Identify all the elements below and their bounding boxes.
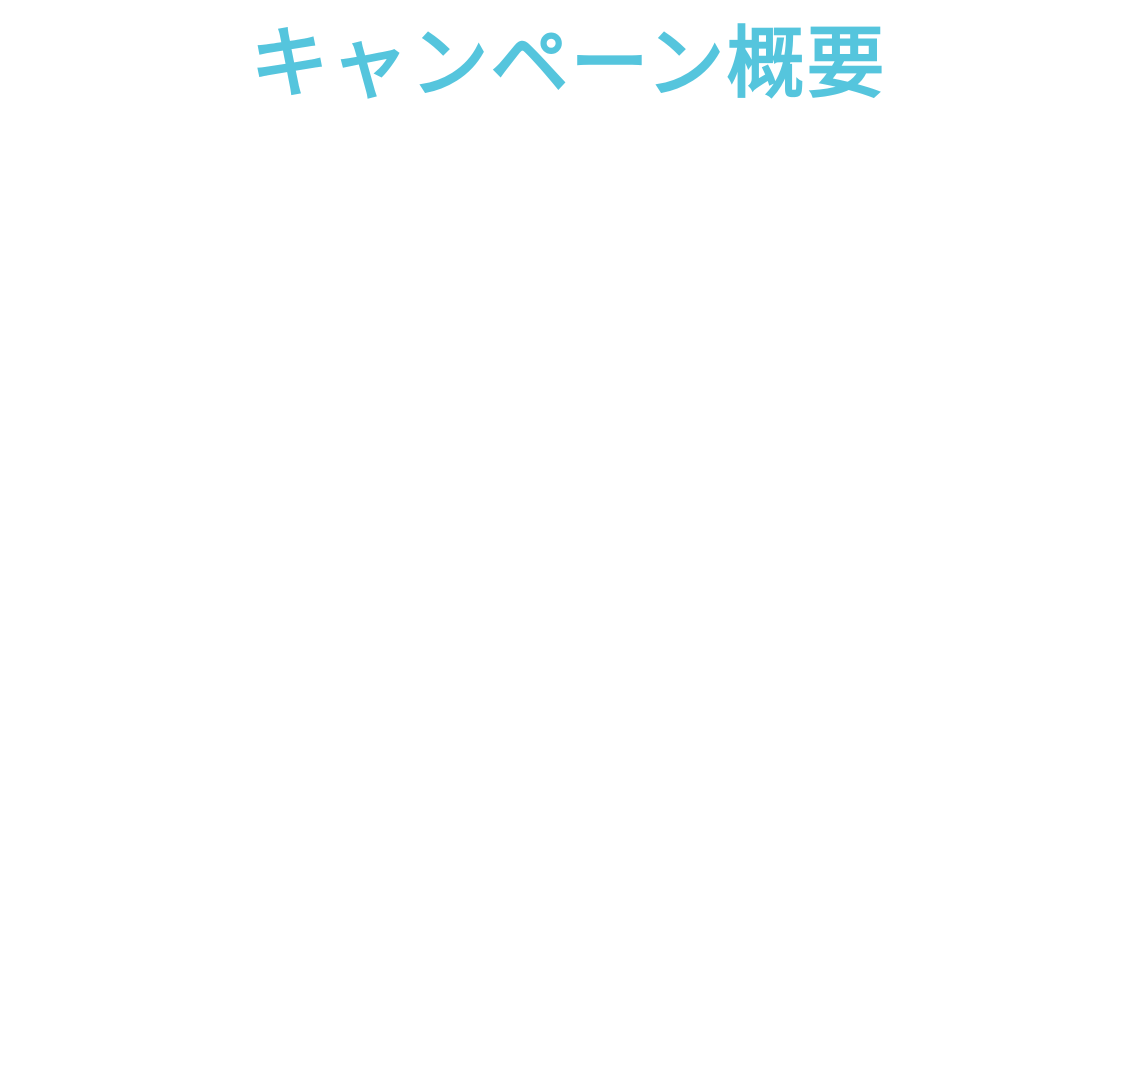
page-title: キャンペーン概要 xyxy=(250,19,887,109)
page-header: キャンペーン概要 xyxy=(0,16,1137,112)
content-area xyxy=(0,130,1137,1076)
